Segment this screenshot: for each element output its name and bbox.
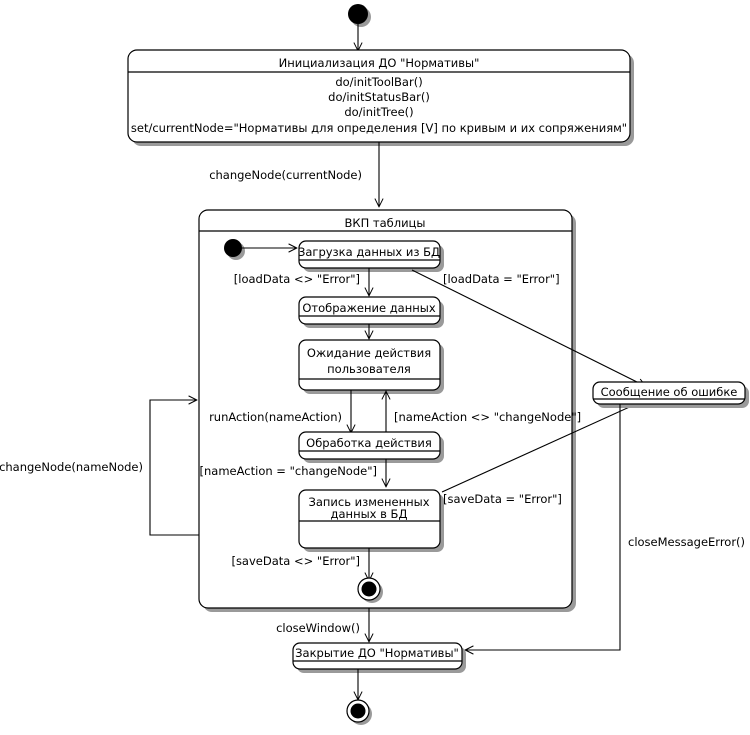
label-load-error: [loadData = "Error"] [443, 272, 560, 286]
state-close-do: Закрытие ДО "Нормативы" [292, 642, 466, 673]
edge-load-error-to-message [411, 269, 645, 386]
edge-save-error-to-message [441, 400, 645, 493]
label-run-action: runAction(nameAction) [209, 410, 342, 424]
label-close-window: closeWindow() [276, 621, 360, 635]
state-wait-action-title-line1: Ожидание действия [307, 346, 431, 360]
label-close-message-error: closeMessageError() [628, 535, 745, 549]
edge-change-node-name-loop [149, 400, 199, 536]
state-init-do: Инициализация ДО "Нормативы" do/initTool… [127, 49, 634, 146]
state-wait-action: Ожидание действия пользователя [298, 339, 444, 394]
label-save-error: [saveData = "Error"] [443, 492, 562, 506]
state-init-do-action-0: do/initToolBar() [335, 75, 422, 89]
label-load-ok: [loadData <> "Error"] [234, 272, 360, 286]
edge-message-to-close [466, 404, 621, 650]
state-show-data-title: Отображение данных [302, 301, 436, 315]
state-process-action-title: Обработка действия [306, 436, 432, 450]
label-save-ok: [saveData <> "Error"] [231, 554, 360, 568]
state-composite-title: ВКП таблицы [345, 216, 426, 230]
state-init-do-action-3: set/currentNode="Нормативы для определен… [131, 121, 627, 135]
final-state-inner [357, 577, 383, 603]
state-load-data: Загрузка данных из БД [298, 240, 444, 272]
state-process-action: Обработка действия [298, 431, 444, 463]
initial-state-inner [224, 239, 245, 260]
state-save-data: Запись измененных данных в БД [298, 489, 444, 552]
label-name-action-ne: [nameAction <> "changeNode"] [394, 410, 581, 424]
state-close-do-title: Закрытие ДО "Нормативы" [295, 646, 459, 660]
state-error-message: Сообщение об ошибке [592, 381, 749, 408]
label-change-node-current: changeNode(currentNode) [209, 168, 362, 182]
state-wait-action-title-line2: пользователя [327, 362, 411, 376]
state-error-message-title: Сообщение об ошибке [601, 385, 738, 399]
state-load-data-title: Загрузка данных из БД [298, 245, 440, 259]
label-change-node-name: changeNode(nameNode) [0, 460, 143, 474]
state-show-data: Отображение данных [298, 296, 444, 328]
final-state-bottom [346, 699, 372, 725]
state-save-data-title-line1: Запись измененных [308, 495, 429, 509]
label-name-action-eq: [nameAction = "changeNode"] [200, 464, 377, 478]
state-save-data-title-line2: данных в БД [331, 507, 408, 521]
initial-state-top [348, 4, 371, 27]
state-init-do-action-1: do/initStatusBar() [328, 90, 430, 104]
state-init-do-title: Инициализация ДО "Нормативы" [279, 56, 480, 70]
state-init-do-action-2: do/initTree() [344, 105, 413, 119]
